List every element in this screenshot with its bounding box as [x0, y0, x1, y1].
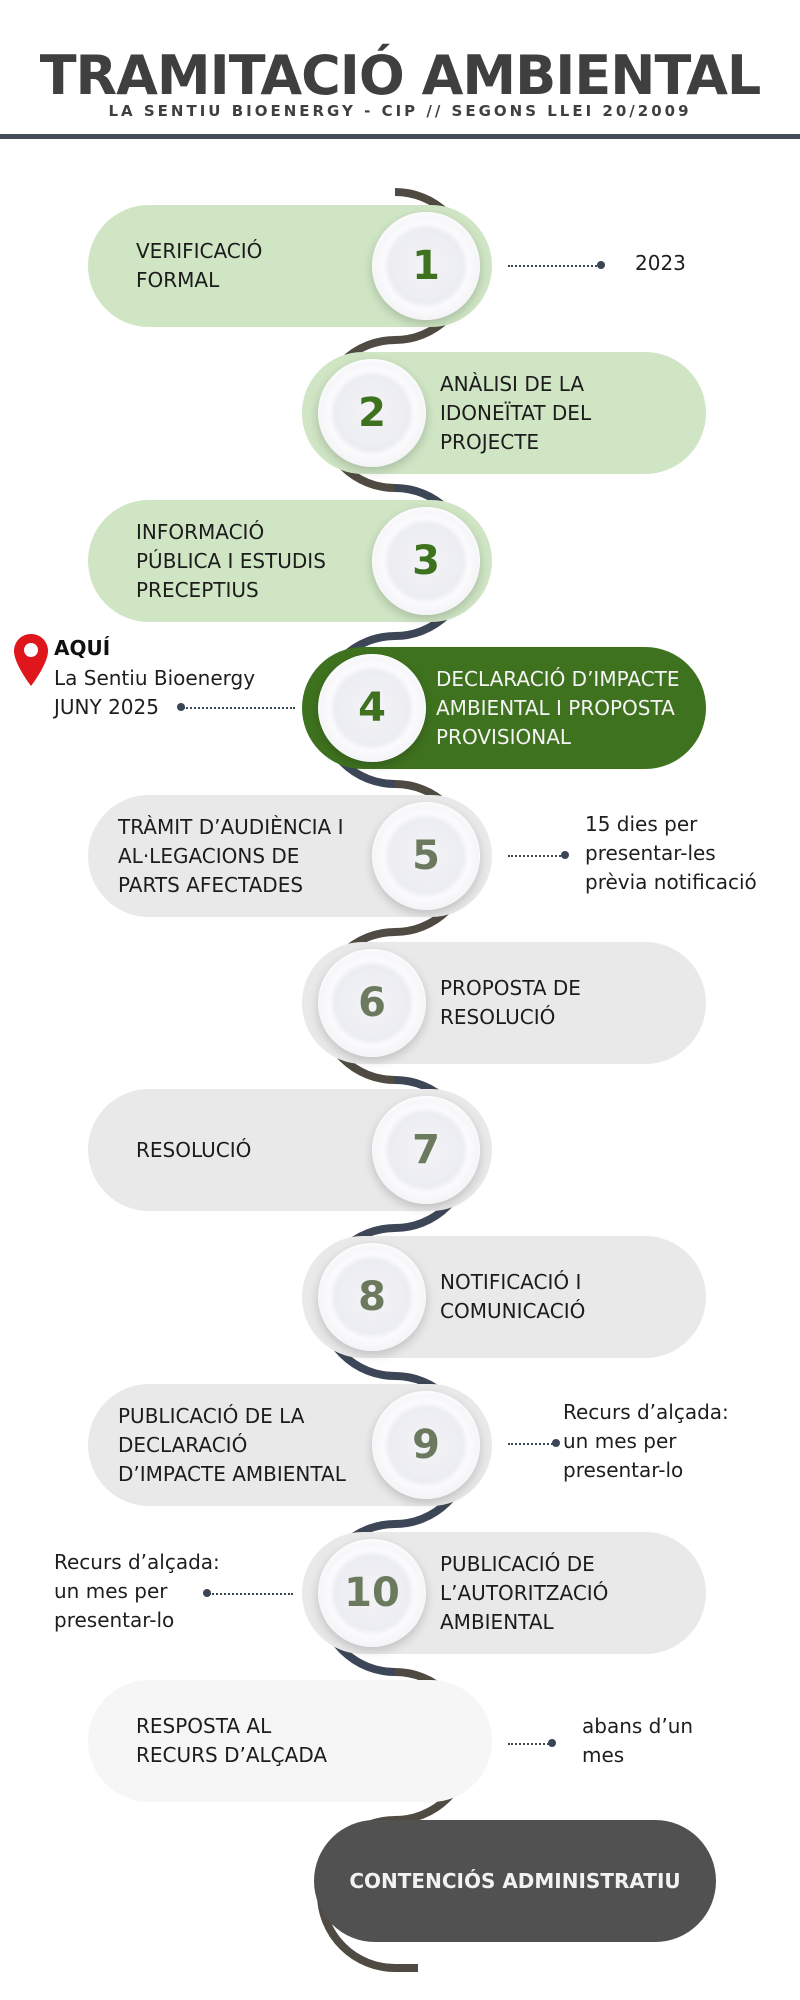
step-3-number: 3: [412, 538, 440, 584]
location-pin-icon: [14, 634, 48, 686]
step-4-badge: 4: [318, 654, 426, 762]
page-title: TRAMITACIÓ AMBIENTAL: [39, 44, 762, 107]
step-9-number: 9: [412, 1422, 440, 1468]
step-9-note: Recurs d’alçada: un mes per presentar-lo: [563, 1400, 729, 1482]
step-1-leader: [508, 265, 600, 267]
step-8-label: NOTIFICACIÓ I COMUNICACIÓ: [440, 1270, 586, 1323]
step-3-badge: 3: [372, 507, 480, 615]
step-10-number: 10: [344, 1570, 400, 1616]
step-5-label: TRÀMIT D’AUDIÈNCIA I AL·LEGACIONS DE PAR…: [118, 814, 344, 897]
step-8-badge: 8: [318, 1243, 426, 1351]
step-1-leader-dot: [597, 261, 605, 269]
step-2-badge: 2: [318, 359, 426, 467]
step-11-note: abans d’un mes: [582, 1714, 694, 1767]
step-10-label: PUBLICACIÓ DE L’AUTORITZACIÓ AMBIENTAL: [440, 1551, 609, 1634]
step-2-number: 2: [358, 390, 386, 436]
step-8-number: 8: [358, 1274, 386, 1320]
step-2-label: ANÀLISI DE LA IDONEÏTAT DEL PROJECTE: [440, 371, 592, 454]
step-9-leader: [508, 1443, 556, 1445]
step-9-leader-dot: [552, 1439, 560, 1447]
header-divider: [0, 134, 800, 139]
final-step-pill: CONTENCIÓS ADMINISTRATIU: [314, 1820, 716, 1942]
step-11-label: RESPOSTA AL RECURS D’ALÇADA: [136, 1714, 328, 1767]
page-subtitle: LA SENTIU BIOENERGY - CIP // SEGONS LLEI…: [108, 102, 692, 120]
step-5-leader-dot: [561, 851, 569, 859]
step-10-note: Recurs d’alçada: un mes per presentar-lo: [54, 1550, 220, 1632]
step-6-number: 6: [358, 980, 386, 1026]
step-10-leader: [209, 1593, 293, 1595]
step-6-label: PROPOSTA DE RESOLUCIÓ: [440, 976, 581, 1029]
step-9-label: PUBLICACIÓ DE LA DECLARACIÓ D’IMPACTE AM…: [118, 1403, 346, 1486]
current-position-title: AQUÍ: [54, 636, 111, 660]
current-leader: [183, 707, 295, 709]
current-leader-dot: [177, 703, 185, 711]
step-11-leader-dot: [548, 1739, 556, 1747]
step-4-number: 4: [358, 685, 386, 731]
step-1-badge: 1: [372, 212, 480, 320]
step-7-number: 7: [412, 1127, 440, 1173]
step-5-number: 5: [412, 833, 440, 879]
step-11-leader: [508, 1743, 552, 1745]
current-position-text: La Sentiu Bioenergy JUNY 2025: [54, 666, 256, 719]
step-5-leader: [508, 855, 564, 857]
step-5-note: 15 dies per presentar-les prèvia notific…: [585, 812, 757, 894]
step-5-badge: 5: [372, 802, 480, 910]
step-11-pill: RESPOSTA AL RECURS D’ALÇADA: [88, 1680, 492, 1802]
step-4-label: DECLARACIÓ D’IMPACTE AMBIENTAL I PROPOST…: [436, 666, 680, 749]
step-10-badge: 10: [318, 1539, 426, 1647]
step-9-badge: 9: [372, 1391, 480, 1499]
step-7-badge: 7: [372, 1096, 480, 1204]
step-1-note: 2023: [635, 251, 686, 275]
step-1-number: 1: [412, 243, 440, 289]
step-10-leader-dot: [203, 1589, 211, 1597]
step-3-label: INFORMACIÓ PÚBLICA I ESTUDIS PRECEPTIUS: [136, 519, 326, 602]
step-1-label: VERIFICACIÓ FORMAL: [136, 239, 263, 292]
final-step-label: CONTENCIÓS ADMINISTRATIU: [349, 1869, 681, 1893]
step-6-badge: 6: [318, 949, 426, 1057]
step-7-label: RESOLUCIÓ: [136, 1137, 252, 1162]
